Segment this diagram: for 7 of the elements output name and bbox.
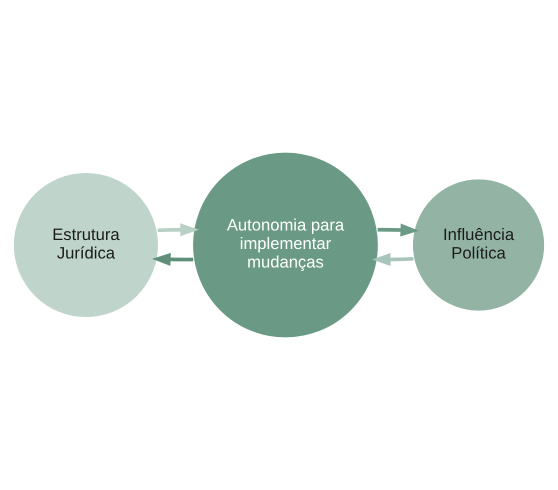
arrow xyxy=(152,252,194,266)
arrow xyxy=(372,253,414,266)
arrow xyxy=(378,224,419,236)
arrow xyxy=(158,223,199,236)
node-circle: Estrutura Jurídica xyxy=(12,171,160,319)
node-circle: Influência Política xyxy=(411,178,546,312)
node-circle: Autonomia para implementar mudanças xyxy=(191,150,380,340)
